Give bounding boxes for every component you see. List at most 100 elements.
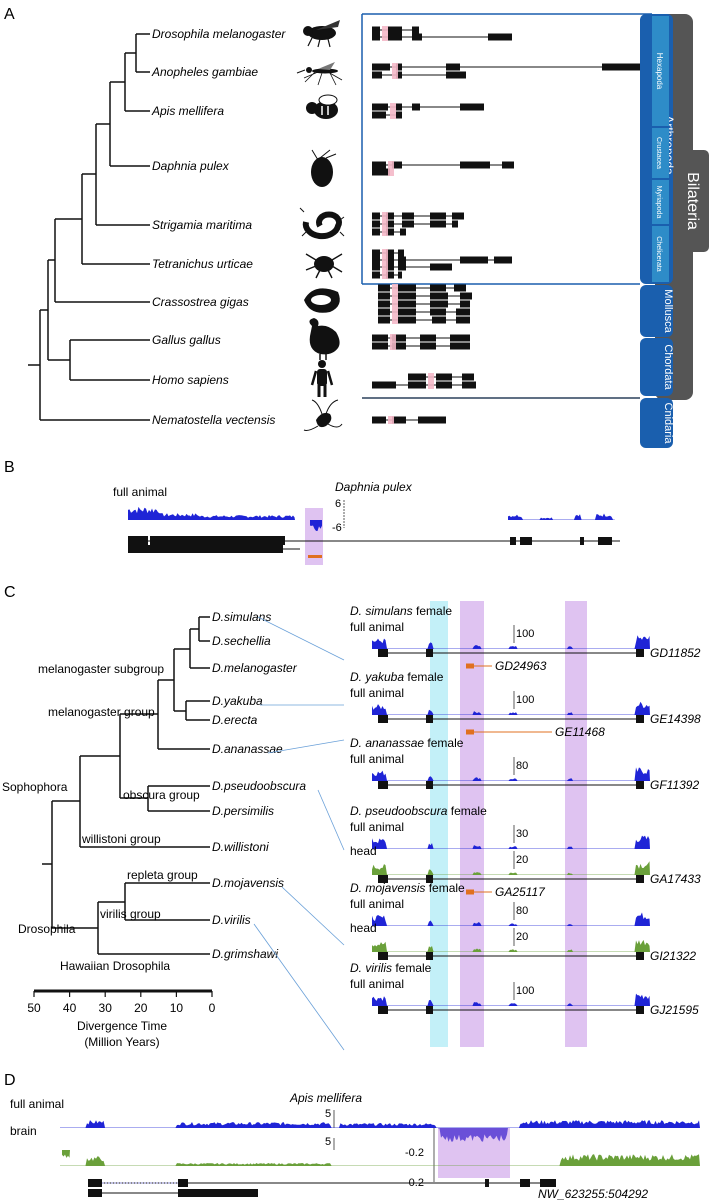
conserved-exon-highlight <box>390 103 396 119</box>
panel-a: Bilateria Arthropoda Mollusca Chordata C… <box>28 13 709 448</box>
panel-c: D.simulans D.sechellia D.melanogaster D.… <box>2 601 701 1051</box>
track-label: head <box>350 844 377 858</box>
mosquito-icon <box>296 62 343 86</box>
gene-model <box>372 249 512 279</box>
scale-top: 5 <box>325 1108 331 1120</box>
group-label: Drosophila <box>18 922 76 936</box>
exon <box>636 1006 644 1014</box>
inner-gene-name: GD24963 <box>495 659 547 673</box>
group-label: virilis group <box>100 907 161 921</box>
species-label: Tetranichus urticae <box>152 257 253 271</box>
bracket-crustacea <box>652 128 669 178</box>
species-name: D. simulans <box>350 604 413 618</box>
group-label: melanogaster subgroup <box>38 662 164 676</box>
species-label: Crassostrea gigas <box>152 295 249 309</box>
label-cnidaria: Cnidaria <box>662 403 674 445</box>
species-label: D.simulans <box>212 610 271 624</box>
neg-scale: -0.2 <box>405 1147 424 1159</box>
track-label: full animal <box>350 820 404 834</box>
exon <box>636 781 644 789</box>
exon <box>636 715 644 723</box>
scale-value: 30 <box>516 828 528 840</box>
species-label: D.sechellia <box>212 634 271 648</box>
conserved-exon-highlight <box>388 161 394 176</box>
locus-label: NW_623255:504292 <box>538 1187 648 1200</box>
conserved-exon-highlight <box>382 212 388 236</box>
group-labels: melanogaster subgroup melanogaster group… <box>2 662 200 973</box>
track-label-full-animal: full animal <box>113 485 167 499</box>
bracket-chelicerata <box>652 226 669 282</box>
coverage-full-animal <box>372 835 650 849</box>
water-flea-icon <box>311 149 337 187</box>
label-mollusca: Mollusca <box>662 289 674 333</box>
highlight-purple-1 <box>460 601 484 1047</box>
species-label: D.erecta <box>212 713 258 727</box>
gene-name: GJ21595 <box>650 1003 699 1017</box>
tree-c <box>42 616 210 955</box>
gene-name: GA17433 <box>650 872 701 886</box>
track-title: D. virilis female <box>350 961 432 975</box>
inner-gene-exon <box>466 889 474 895</box>
species-daphnia-pulex: Daphnia pulex <box>335 480 413 494</box>
label-crustacea: Crustacea <box>655 137 662 169</box>
gene-model <box>372 373 476 389</box>
panel-label-b: B <box>4 459 15 476</box>
panel-b: full animal Daphnia pulex 6 -6 <box>113 480 620 565</box>
coverage-full-animal <box>372 701 650 715</box>
species-name: D. pseudoobscura <box>350 804 448 818</box>
exon <box>378 715 388 723</box>
species-label: Gallus gallus <box>152 333 221 347</box>
track-sex: female <box>424 736 464 750</box>
coverage-full-animal <box>372 767 650 781</box>
label-hexapoda: Hexapoda <box>655 53 664 90</box>
sea-anemone-icon <box>303 399 343 431</box>
inner-gene-exon <box>466 663 474 669</box>
coverage-track-b <box>128 506 615 531</box>
tick-label: 40 <box>63 1001 77 1015</box>
species-label: D.yakuba <box>212 694 263 708</box>
bracket-cnidaria <box>640 398 673 448</box>
centipede-icon <box>299 207 345 240</box>
human-icon <box>310 360 334 397</box>
highlight-cyan <box>430 601 448 1047</box>
species-apis-mellifera: Apis mellifera <box>289 1091 362 1105</box>
group-label: obscura group <box>123 788 200 802</box>
label-myriapoda: Myriapoda <box>655 186 662 219</box>
panel-d: full animal brain Apis mellifera 5 5 -0.… <box>10 1091 700 1200</box>
scale-value: 100 <box>516 628 534 640</box>
exon <box>378 952 388 960</box>
track-label: full animal <box>350 752 404 766</box>
species-label: D.pseudoobscura <box>212 779 306 793</box>
gene-model-b <box>128 536 620 558</box>
exon <box>636 649 644 657</box>
label-chelicerata: Chelicerata <box>655 236 662 272</box>
exon <box>636 952 644 960</box>
divergence-axis: 50 40 30 20 10 0 Divergence Time (Millio… <box>27 989 216 1049</box>
axis-label: Divergence Time <box>77 1019 167 1033</box>
tick-label: 20 <box>134 1001 148 1015</box>
exon <box>426 781 433 789</box>
species-label: Drosophila melanogaster <box>152 27 286 41</box>
group-label: willistoni group <box>81 832 161 846</box>
silhouettes <box>296 20 345 431</box>
bracket-bilateria-tab <box>676 150 709 252</box>
coverage-full-animal <box>372 993 650 1006</box>
bracket-mollusca <box>640 285 673 337</box>
species-name: D. mojavensis <box>350 881 425 895</box>
gene-model <box>372 212 464 236</box>
species-list-c: D.simulans D.sechellia D.melanogaster D.… <box>212 610 306 961</box>
highlight-purple-2 <box>565 601 587 1047</box>
coverage-full-animal <box>372 912 650 926</box>
coverage-full-animal <box>128 506 295 520</box>
coverage-brain <box>60 1154 700 1166</box>
coverage-full-animal <box>372 635 650 649</box>
tick-label: 10 <box>170 1001 184 1015</box>
conserved-exon-highlight <box>392 63 398 79</box>
species-label: D.persimilis <box>212 804 274 818</box>
gene-model <box>372 161 514 176</box>
exon <box>426 875 433 883</box>
